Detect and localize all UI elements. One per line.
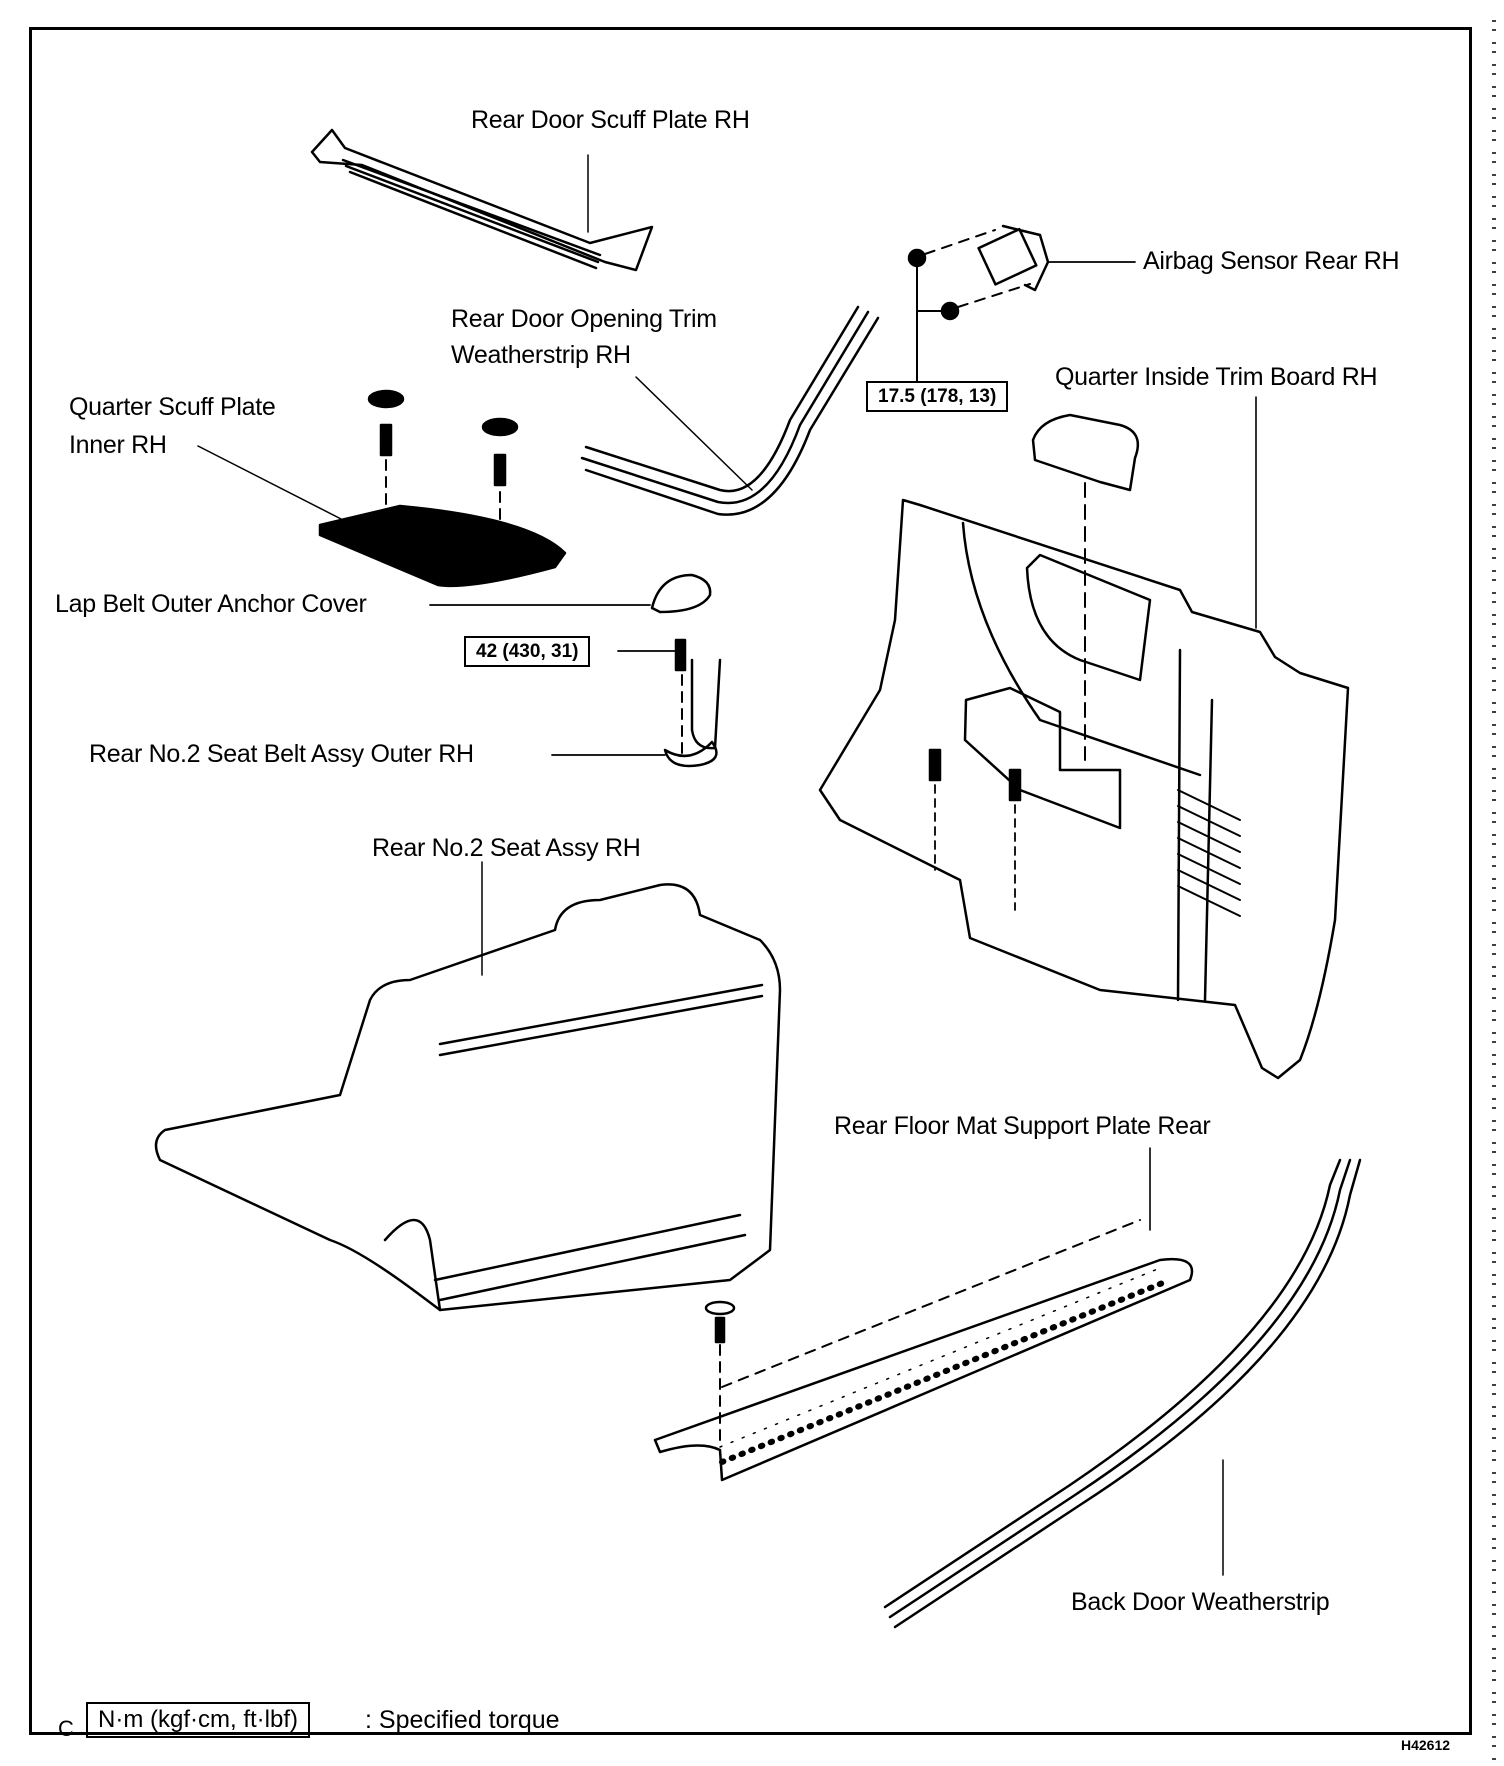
figure-code: H42612 (1401, 1737, 1451, 1753)
label-seat-assy: Rear No.2 Seat Assy RH (372, 834, 641, 862)
label-quarter-inside-trim-board: Quarter Inside Trim Board RH (1055, 363, 1378, 391)
label-quarter-scuff-plate-line1: Quarter Scuff Plate (69, 393, 276, 421)
torque-spec-airbag-sensor: 17.5 (178, 13) (866, 381, 1009, 412)
seat-belt-anchor-drawing (551, 638, 722, 768)
airbag-sensor-drawing (907, 224, 1136, 386)
back-door-weatherstrip-drawing (883, 1158, 1362, 1629)
quarter-scuff-plate-drawing (197, 389, 567, 588)
legend-torque-unit-box: N·m (kgf·cm, ft·lbf) (86, 1702, 310, 1739)
legend-description: : Specified torque (365, 1706, 560, 1734)
label-rear-door-scuff-plate: Rear Door Scuff Plate RH (471, 106, 750, 134)
label-floor-mat-support: Rear Floor Mat Support Plate Rear (834, 1112, 1211, 1140)
label-back-door-weatherstrip: Back Door Weatherstrip (1071, 1588, 1330, 1616)
torque-spec-seat-belt: 42 (430, 31) (464, 636, 591, 667)
page-edge-marks (1492, 20, 1496, 1760)
floor-mat-support-drawing (653, 1147, 1194, 1482)
rear-door-opening-trim-drawing (580, 305, 880, 516)
label-seat-belt-assy: Rear No.2 Seat Belt Assy Outer RH (89, 740, 474, 768)
label-rear-door-opening-trim-line2: Weatherstrip RH (451, 341, 631, 369)
lap-belt-cover-drawing (429, 573, 712, 614)
label-quarter-scuff-plate-line2: Inner RH (69, 431, 167, 459)
label-rear-door-opening-trim-line1: Rear Door Opening Trim (451, 305, 717, 333)
rear-door-scuff-plate-drawing (310, 128, 654, 272)
label-airbag-sensor-rear: Airbag Sensor Rear RH (1143, 247, 1400, 275)
corner-letter: C (58, 1716, 74, 1741)
diagram-frame (29, 27, 1472, 1735)
label-lap-belt-cover: Lap Belt Outer Anchor Cover (55, 590, 367, 618)
seat-assy-drawing (154, 861, 782, 1312)
quarter-inside-trim-board-drawing (818, 396, 1350, 1080)
